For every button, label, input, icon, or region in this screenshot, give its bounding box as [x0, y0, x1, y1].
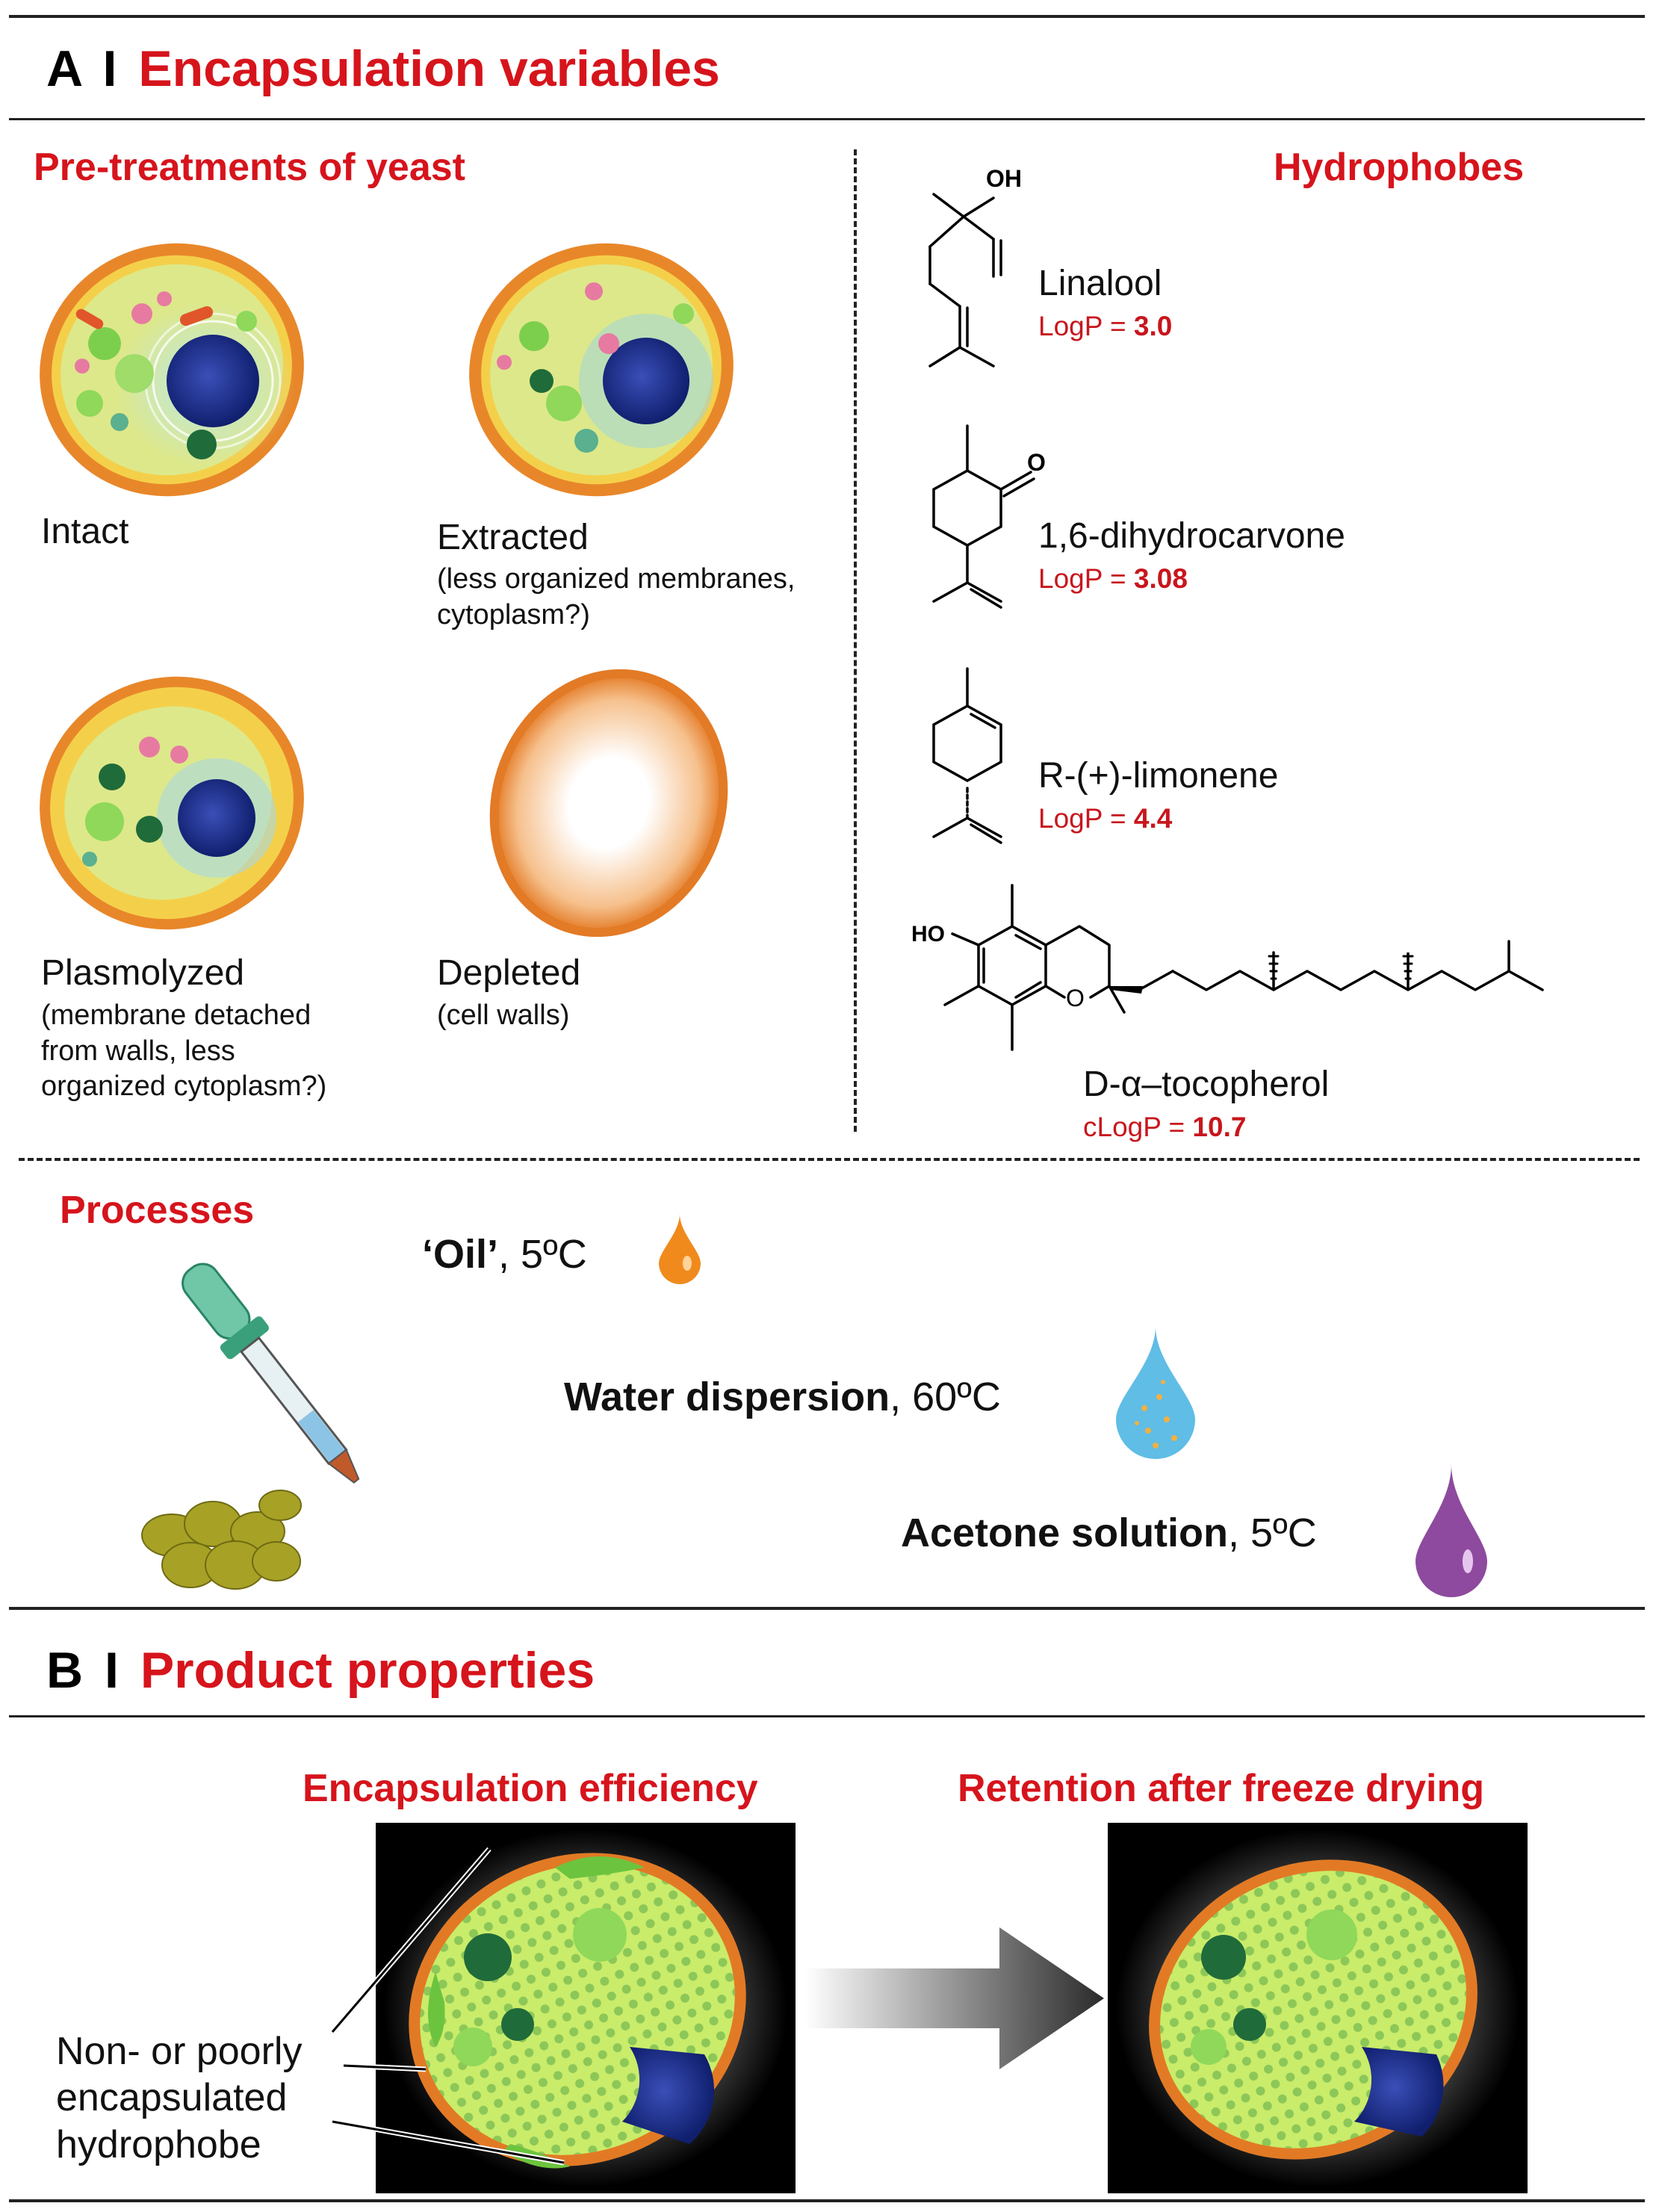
cell-note-extracted-line: cytoplasm?) — [437, 598, 590, 631]
process-oil-rest: , 5ºC — [498, 1232, 587, 1277]
section-b-separator: I — [105, 1642, 119, 1699]
encapsulated-cell-panel — [376, 1823, 796, 2193]
process-water-bold: Water dispersion — [564, 1375, 890, 1419]
cell-label-extracted: Extracted — [437, 518, 589, 557]
limonene-structure — [932, 667, 1002, 844]
cell-note-plasmolyzed-line: organized cytoplasm?) — [41, 1071, 327, 1102]
cell-note-depleted-line: (cell walls) — [437, 1000, 570, 1031]
encapsulation-efficiency-heading: Encapsulation efficiency — [303, 1767, 758, 1810]
section-b-title: B I Product properties — [46, 1645, 595, 1696]
section-a-title: A I Encapsulation variables — [46, 43, 720, 94]
dihydrocarvone-o-label: O — [1027, 449, 1046, 476]
section-a-letter: A — [46, 40, 81, 97]
cell-note-plasmolyzed: (membrane detached from walls, less orga… — [41, 998, 326, 1105]
process-water-rest: , 60ºC — [890, 1375, 1001, 1419]
hydrophobes-heading: Hydrophobes — [1274, 146, 1525, 189]
acetone-drop-icon — [1416, 1464, 1487, 1597]
vertical-dashed-divider — [854, 149, 857, 1132]
cell-note-extracted: (less organized membranes, cytoplasm?) — [437, 562, 795, 633]
compound-name-linalool: Linalool — [1038, 264, 1162, 303]
logp-tocopherol-value: 10.7 — [1192, 1112, 1247, 1142]
callout-line: Non- or poorly — [56, 2030, 303, 2073]
cell-note-plasmolyzed-line: (membrane detached — [41, 1000, 311, 1031]
linalool-structure: OH — [928, 165, 1022, 368]
unencapsulated-callout: Non- or poorly encapsulated hydrophobe — [56, 2028, 302, 2168]
logp-dihydrocarvone-label: LogP = — [1038, 563, 1134, 594]
dihydrocarvone-structure: O — [932, 424, 1046, 609]
pretreatments-heading: Pre-treatments of yeast — [34, 146, 465, 189]
compound-name-tocopherol: D-α–tocopherol — [1083, 1065, 1330, 1104]
process-acetone-rest: , 5ºC — [1228, 1511, 1317, 1555]
logp-limonene-label: LogP = — [1038, 803, 1134, 834]
logp-tocopherol: cLogP = 10.7 — [1083, 1113, 1246, 1141]
logp-limonene: LogP = 4.4 — [1038, 805, 1172, 832]
cell-label-plasmolyzed: Plasmolyzed — [41, 953, 245, 993]
section-a-separator: I — [102, 40, 117, 97]
section-b-rule — [9, 1715, 1645, 1717]
logp-limonene-value: 4.4 — [1133, 803, 1173, 834]
retained-cell-panel — [1108, 1823, 1528, 2193]
process-oil-bold: ‘Oil’ — [422, 1232, 499, 1277]
processes-heading: Processes — [60, 1189, 255, 1232]
logp-linalool-value: 3.0 — [1133, 311, 1173, 341]
retention-heading: Retention after freeze drying — [958, 1767, 1485, 1810]
logp-dihydrocarvone: LogP = 3.08 — [1038, 565, 1188, 592]
tocopherol-o-label: O — [1066, 985, 1085, 1011]
process-oil: ‘Oil’, 5ºC — [422, 1234, 587, 1274]
section-b-top-rule — [9, 1607, 1645, 1610]
logp-linalool-label: LogP = — [1038, 311, 1134, 341]
section-b-name: Product properties — [140, 1642, 595, 1699]
bottom-rule — [9, 2199, 1645, 2202]
section-a-rule — [9, 118, 1645, 120]
cell-note-extracted-line: (less organized membranes, — [437, 563, 796, 595]
section-b-letter: B — [46, 1642, 84, 1699]
cell-note-depleted: (cell walls) — [437, 998, 569, 1034]
top-rule — [9, 15, 1645, 18]
plasmolyzed-cell-image — [40, 676, 304, 930]
callout-line: encapsulated — [56, 2076, 288, 2120]
logp-dihydrocarvone-value: 3.08 — [1133, 563, 1188, 594]
section-a-name: Encapsulation variables — [138, 40, 720, 97]
tocopherol-structure: HO O — [911, 884, 1544, 1051]
process-acetone-bold: Acetone solution — [901, 1511, 1229, 1555]
callout-line: hydrophobe — [56, 2122, 261, 2166]
dropper-icon — [141, 1263, 360, 1590]
extracted-cell-image — [469, 243, 734, 497]
compound-name-limonene: R-(+)-limonene — [1038, 756, 1279, 796]
depleted-cell-image — [489, 669, 728, 938]
process-acetone: Acetone solution, 5ºC — [901, 1513, 1317, 1553]
cell-label-intact: Intact — [41, 512, 129, 551]
linalool-oh-label: OH — [986, 165, 1022, 192]
transition-arrow — [805, 1927, 1104, 2069]
compound-name-dihydrocarvone: 1,6-dihydrocarvone — [1038, 516, 1345, 556]
cell-label-depleted: Depleted — [437, 953, 581, 993]
logp-tocopherol-label: cLogP = — [1083, 1112, 1193, 1142]
cell-note-plasmolyzed-line: from walls, less — [41, 1035, 235, 1067]
tocopherol-ho-label: HO — [911, 922, 945, 947]
logp-linalool: LogP = 3.0 — [1038, 312, 1172, 340]
process-water: Water dispersion, 60ºC — [564, 1377, 1001, 1417]
water-drop-icon — [1116, 1326, 1195, 1459]
intact-cell-image — [40, 243, 304, 497]
oil-drop-icon — [659, 1214, 701, 1284]
horizontal-dashed-divider — [19, 1158, 1640, 1161]
